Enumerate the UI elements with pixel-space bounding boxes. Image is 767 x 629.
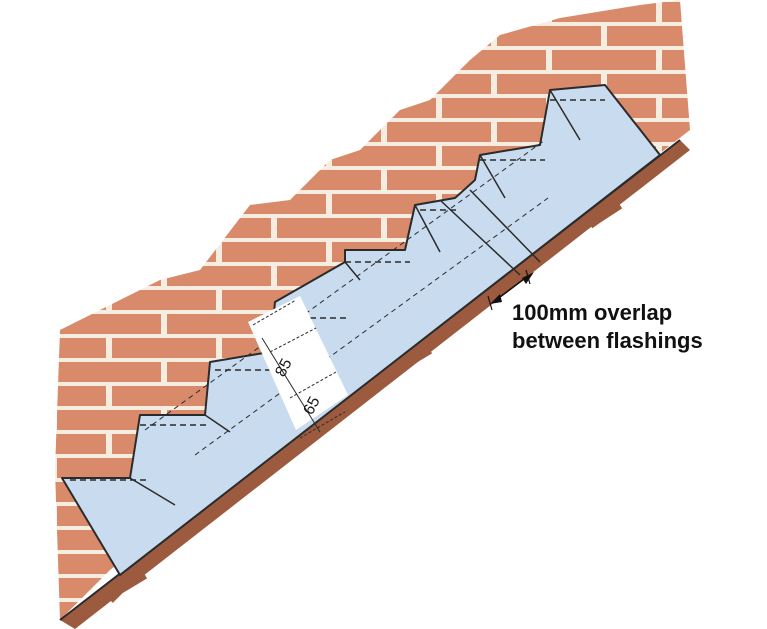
stepped-flashing [61,84,661,576]
dimension-85: 85 [272,356,295,380]
callout-line-1: 100mm overlap [512,300,672,325]
dimension-markers: 85 65 [252,299,346,439]
dimension-65: 65 [300,394,323,418]
callout-line-2: between flashings [512,328,703,353]
overlap-arrow [487,269,534,311]
dimension-gap [248,296,348,430]
